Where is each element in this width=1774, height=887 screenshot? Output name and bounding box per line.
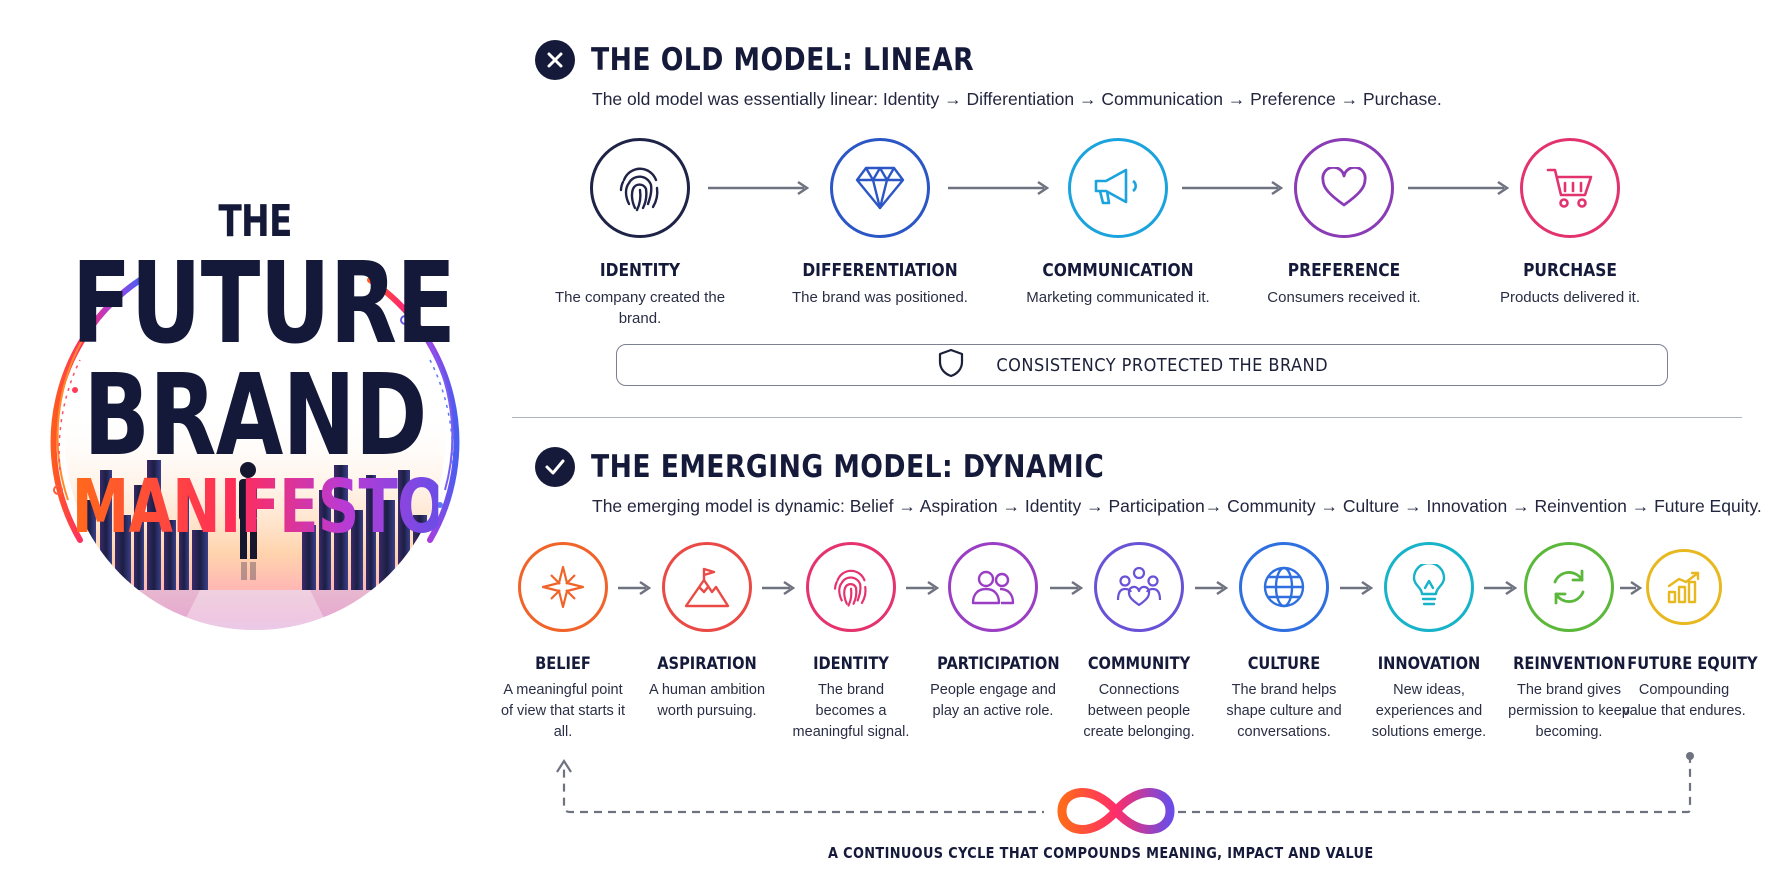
shield-icon bbox=[938, 348, 964, 383]
old-step-communication: COMMUNICATION Marketing communicated it. bbox=[1018, 138, 1218, 308]
old-step-preference: PREFERENCE Consumers received it. bbox=[1244, 138, 1444, 308]
step-label: CULTURE bbox=[1247, 654, 1321, 674]
flow-arrow bbox=[1182, 180, 1284, 196]
flow-arrow bbox=[618, 580, 652, 596]
fingerprint-icon bbox=[590, 138, 690, 238]
growth-chart-icon bbox=[1646, 549, 1722, 625]
new-step-community: COMMUNITY Connections between people cre… bbox=[1074, 542, 1204, 743]
megaphone-icon bbox=[1068, 138, 1168, 238]
fingerprint-icon bbox=[806, 542, 896, 632]
new-step-future-equity: FUTURE EQUITY Compounding value that end… bbox=[1618, 542, 1758, 722]
new-model-title: THE EMERGING MODEL: DYNAMIC bbox=[591, 449, 1105, 485]
old-step-differentiation: DIFFERENTIATION The brand was positioned… bbox=[780, 138, 980, 308]
flow-arrow bbox=[1408, 180, 1510, 196]
step-desc: Products delivered it. bbox=[1499, 289, 1641, 306]
step-desc: The brand gives permission to keep becom… bbox=[1508, 682, 1630, 740]
flow-arrow bbox=[948, 180, 1050, 196]
new-step-innovation: INNOVATION New ideas, experiences and so… bbox=[1364, 542, 1494, 743]
step-label: PREFERENCE bbox=[1287, 260, 1401, 281]
step-desc: Marketing communicated it. bbox=[1026, 289, 1210, 306]
flow-arrow bbox=[1340, 580, 1374, 596]
step-desc: Compounding value that endures. bbox=[1622, 682, 1746, 719]
step-desc: Connections between people create belong… bbox=[1083, 682, 1195, 740]
flow-arrow bbox=[906, 580, 940, 596]
flow-arrow bbox=[1620, 580, 1643, 596]
community-heart-icon bbox=[1094, 542, 1184, 632]
step-label: PARTICIPATION bbox=[937, 654, 1060, 674]
logo-word-the: THE bbox=[218, 196, 292, 247]
new-model-subtitle: The emerging model is dynamic: Belief → … bbox=[592, 496, 1762, 516]
globe-icon bbox=[1239, 542, 1329, 632]
close-icon bbox=[535, 40, 575, 80]
flow-arrow bbox=[762, 580, 796, 596]
heart-icon bbox=[1294, 138, 1394, 238]
flow-arrow bbox=[708, 180, 810, 196]
people-icon bbox=[948, 542, 1038, 632]
step-desc: People engage and play an active role. bbox=[930, 682, 1056, 719]
new-model-header: THE EMERGING MODEL: DYNAMIC bbox=[535, 447, 1188, 487]
flow-arrow bbox=[1050, 580, 1084, 596]
step-desc: A human ambition worth pursuing. bbox=[648, 682, 766, 719]
step-label: BELIEF bbox=[535, 654, 591, 674]
step-desc: New ideas, experiences and solutions eme… bbox=[1371, 682, 1487, 740]
new-step-culture: CULTURE The brand helps shape culture an… bbox=[1219, 542, 1349, 743]
logo-word-future: FUTURE bbox=[71, 239, 456, 369]
new-step-identity: IDENTITY The brand becomes a meaningful … bbox=[786, 542, 916, 743]
step-label: IDENTITY bbox=[813, 654, 889, 674]
step-label: COMMUNITY bbox=[1087, 654, 1191, 674]
step-label: FUTURE EQUITY bbox=[1627, 654, 1758, 674]
section-divider bbox=[512, 417, 1742, 418]
step-label: ASPIRATION bbox=[657, 654, 757, 674]
step-desc: The brand helps shape culture and conver… bbox=[1226, 682, 1342, 740]
step-label: REINVENTION bbox=[1513, 654, 1626, 674]
old-step-identity: IDENTITY The company created the brand. bbox=[540, 138, 740, 329]
diamond-icon bbox=[830, 138, 930, 238]
consistency-text: CONSISTENCY PROTECTED THE BRAND bbox=[996, 354, 1328, 376]
step-desc: Consumers received it. bbox=[1267, 289, 1421, 306]
flow-arrow bbox=[1195, 580, 1229, 596]
old-model-header: THE OLD MODEL: LINEAR bbox=[535, 40, 1037, 80]
lightbulb-icon bbox=[1384, 542, 1474, 632]
cycle-caption: A CONTINUOUS CYCLE THAT COMPOUNDS MEANIN… bbox=[828, 844, 1374, 862]
step-label: COMMUNICATION bbox=[1042, 260, 1194, 281]
logo-artwork bbox=[50, 277, 460, 630]
step-label: PURCHASE bbox=[1523, 260, 1617, 281]
new-step-reinvention: REINVENTION The brand gives permission t… bbox=[1504, 542, 1634, 743]
mountain-flag-icon bbox=[662, 542, 752, 632]
step-desc: The brand was positioned. bbox=[792, 289, 968, 306]
new-step-aspiration: ASPIRATION A human ambition worth pursui… bbox=[642, 542, 772, 722]
step-desc: The brand becomes a meaningful signal. bbox=[792, 682, 910, 740]
manifesto-logo: THE FUTURE BRAND MANIFESTO bbox=[20, 170, 490, 690]
consistency-banner: CONSISTENCY PROTECTED THE BRAND bbox=[616, 344, 1668, 386]
step-desc: The company created the brand. bbox=[554, 289, 726, 327]
old-model-subtitle: The old model was essentially linear: Id… bbox=[592, 89, 1442, 109]
cart-icon bbox=[1520, 138, 1620, 238]
compass-star-icon bbox=[518, 542, 608, 632]
logo-word-manifesto: MANIFESTO bbox=[71, 464, 447, 550]
new-step-belief: BELIEF A meaningful point of view that s… bbox=[498, 542, 628, 743]
new-step-participation: PARTICIPATION People engage and play an … bbox=[928, 542, 1060, 722]
step-desc: A meaningful point of view that starts i… bbox=[500, 682, 626, 740]
logo-word-brand: BRAND bbox=[83, 351, 427, 481]
step-label: INNOVATION bbox=[1377, 654, 1481, 674]
check-icon bbox=[535, 447, 575, 487]
old-step-purchase: PURCHASE Products delivered it. bbox=[1470, 138, 1670, 308]
flow-arrow bbox=[1484, 580, 1518, 596]
step-label: IDENTITY bbox=[599, 260, 681, 281]
step-label: DIFFERENTIATION bbox=[802, 260, 958, 281]
infinity-icon bbox=[1057, 788, 1175, 834]
old-model-title: THE OLD MODEL: LINEAR bbox=[591, 42, 975, 78]
refresh-icon bbox=[1524, 542, 1614, 632]
